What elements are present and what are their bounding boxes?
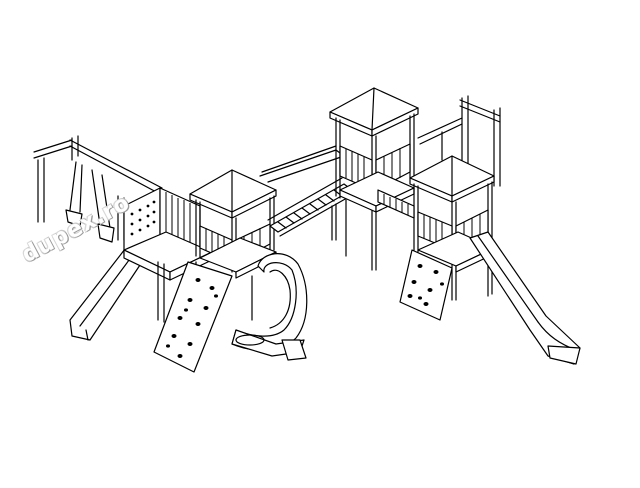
swing-set (33, 135, 163, 243)
left-climbing-wall (153, 261, 233, 373)
right-straight-slide (469, 231, 581, 365)
center-roof-tower (329, 87, 419, 271)
right-climbing-wall (399, 249, 453, 321)
left-panel-platform (123, 187, 213, 323)
rear-frame (417, 95, 501, 187)
spiral-slide (231, 253, 308, 361)
left-roof-tower (189, 169, 277, 321)
